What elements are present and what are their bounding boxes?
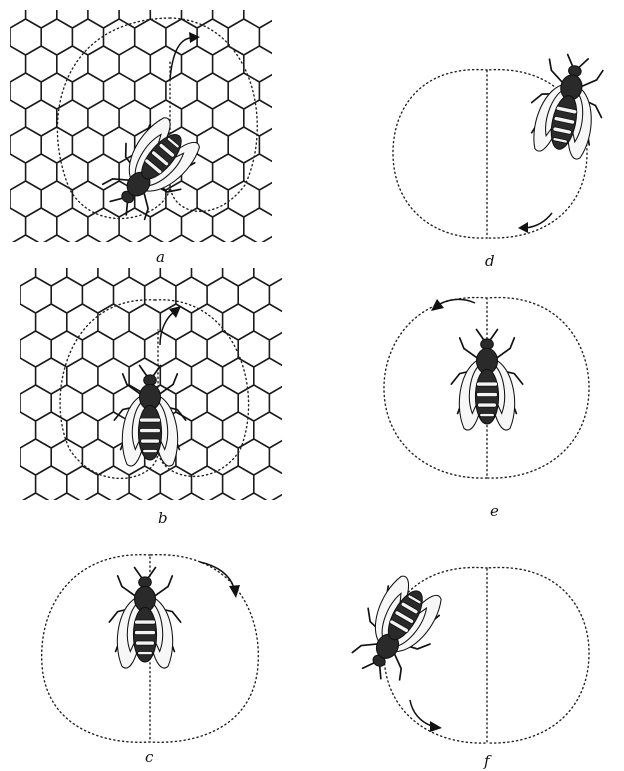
panel-c: c bbox=[42, 555, 259, 766]
panel-label-d: d bbox=[485, 252, 495, 270]
direction-arrow-icon bbox=[438, 299, 475, 305]
panel-label-a: a bbox=[156, 248, 165, 266]
arrowhead bbox=[189, 32, 200, 43]
direction-arrow-icon bbox=[410, 700, 432, 726]
direction-arrow-icon bbox=[200, 562, 234, 588]
panel-f: f bbox=[341, 567, 589, 770]
panel-label-c: c bbox=[145, 748, 154, 766]
arrowhead bbox=[518, 222, 528, 233]
arrowhead bbox=[431, 299, 444, 311]
panel-label-f: f bbox=[483, 752, 492, 770]
panel-b: b bbox=[0, 223, 332, 529]
bee-icon bbox=[341, 569, 453, 692]
arrowhead bbox=[430, 721, 442, 732]
direction-arrow-icon bbox=[160, 312, 174, 345]
honeycomb-grid bbox=[0, 223, 332, 529]
bee-icon bbox=[109, 568, 180, 669]
bee-icon bbox=[522, 49, 613, 162]
direction-arrow-icon bbox=[525, 213, 552, 228]
panel-label-b: b bbox=[158, 509, 168, 527]
panel-d: d bbox=[393, 49, 613, 270]
arrowhead bbox=[229, 585, 240, 598]
bee-icon bbox=[91, 108, 210, 231]
panel-e: e bbox=[384, 298, 589, 520]
panel-a: a bbox=[0, 0, 322, 271]
bee-icon bbox=[114, 366, 185, 467]
bee-icon bbox=[451, 330, 522, 431]
panel-label-e: e bbox=[490, 502, 499, 520]
